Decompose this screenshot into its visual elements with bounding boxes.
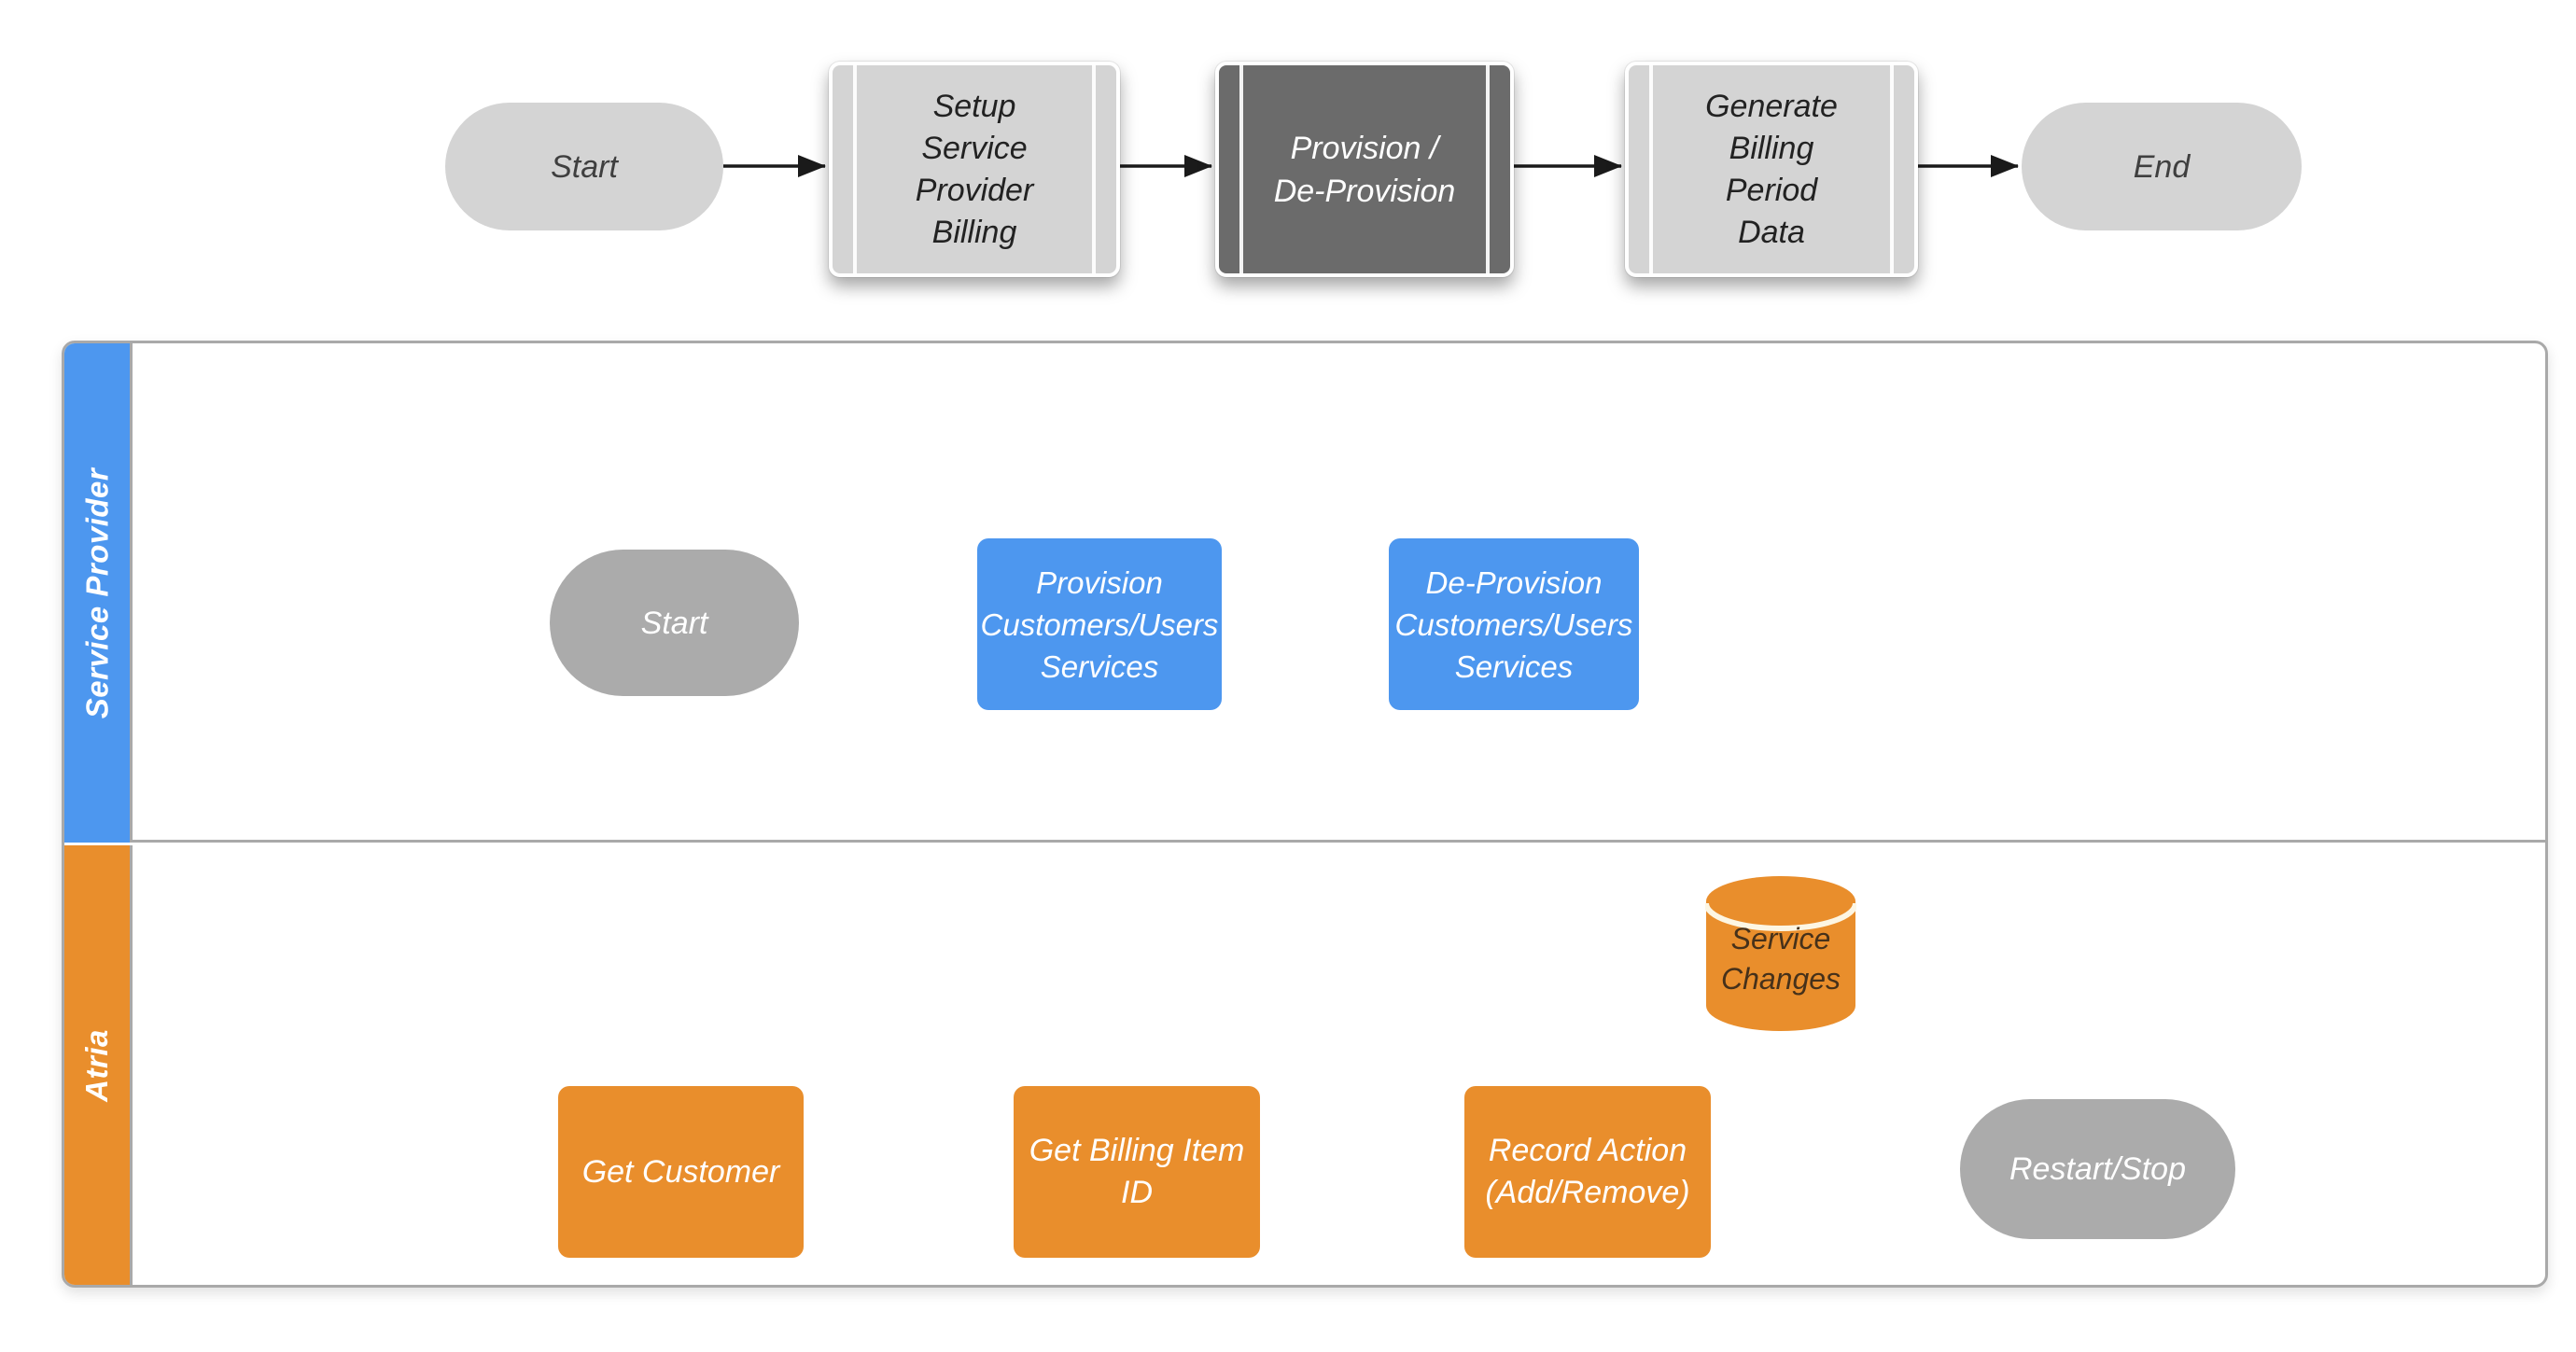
provision-customers-node: Provision Customers/Users Services (977, 538, 1222, 710)
lane-label-service-provider: Service Provider (64, 343, 133, 843)
sp-start-terminator: Start (550, 550, 799, 696)
start-terminator: Start (445, 103, 723, 230)
task-line: Record Action (1488, 1133, 1687, 1168)
generate-line: Generate (1705, 88, 1838, 124)
generate-line: Billing (1729, 130, 1814, 166)
setup-line: Billing (931, 214, 1017, 250)
generate-billing-period-data-process: Generate Billing Period Data (1625, 62, 1918, 277)
task-line: Services (1040, 648, 1159, 684)
end-terminator: End (2022, 103, 2302, 230)
provision-line: Provision / (1290, 130, 1439, 166)
restart-stop-terminator: Restart/Stop (1960, 1099, 2235, 1239)
start-label: Start (551, 148, 618, 185)
generate-line: Period (1725, 172, 1818, 208)
restart-stop-label: Restart/Stop (2009, 1151, 2186, 1187)
setup-service-provider-billing-process: Setup Service Provider Billing (829, 62, 1120, 277)
task-line: ID (1121, 1175, 1153, 1210)
task-line: Customers/Users (980, 606, 1219, 642)
process-stripe (1486, 65, 1490, 273)
get-billing-item-node: Get Billing Item ID (1014, 1086, 1260, 1258)
task-line: Provision (1036, 564, 1163, 600)
datastore-line: Service (1730, 922, 1831, 955)
datastore-line: Changes (1720, 962, 1841, 996)
lane-label-text: Service Provider (79, 467, 114, 718)
service-changes-datastore (1705, 876, 1856, 1031)
cylinder-lid-highlight (1705, 902, 1856, 931)
generate-line: Data (1738, 214, 1805, 250)
process-stripe (1239, 65, 1243, 273)
cylinder-body (1706, 901, 1855, 1031)
task-line: Customers/Users (1394, 606, 1633, 642)
task-line: Services (1454, 648, 1574, 684)
service-changes-label: Service Changes (1705, 919, 1856, 999)
task-line: (Add/Remove) (1485, 1175, 1690, 1210)
setup-line: Setup (932, 88, 1016, 124)
lane-label-atria: Atria (64, 845, 133, 1285)
deprovision-customers-node: De-Provision Customers/Users Services (1389, 538, 1639, 710)
provision-deprovision-process: Provision / De-Provision (1215, 62, 1514, 277)
setup-line: Provider (915, 172, 1034, 208)
record-action-node: Record Action (Add/Remove) (1464, 1086, 1711, 1258)
task-line: Get Customer (581, 1154, 780, 1190)
task-line: De-Provision (1425, 564, 1603, 600)
lane-label-text: Atria (79, 1028, 114, 1102)
sp-start-label: Start (640, 605, 708, 641)
process-stripe (1092, 65, 1096, 273)
process-stripe (1890, 65, 1894, 273)
process-stripe (853, 65, 857, 273)
get-customer-node: Get Customer (558, 1086, 804, 1258)
process-stripe (1649, 65, 1653, 273)
cylinder-lid (1706, 876, 1855, 927)
end-label: End (2133, 148, 2191, 185)
task-line: Get Billing Item (1029, 1133, 1245, 1168)
provision-line: De-Provision (1273, 173, 1456, 209)
lane-service-provider (64, 343, 2545, 843)
setup-line: Service (921, 130, 1028, 166)
